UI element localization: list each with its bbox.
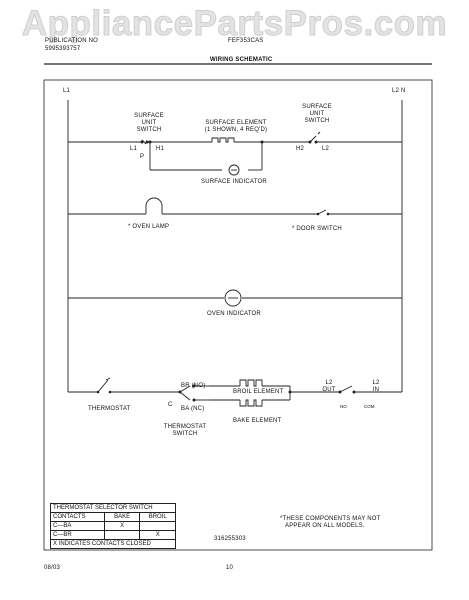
table-header: CONTACTS bbox=[50, 512, 105, 522]
surface-switch-right-label: SURFACE UNIT SWITCH bbox=[302, 104, 332, 124]
footer-date: 08/03 bbox=[44, 565, 61, 571]
bake-element-label: BAKE ELEMENT bbox=[233, 418, 282, 424]
footnote: *THESE COMPONENTS MAY NOT APPEAR ON ALL … bbox=[280, 516, 381, 529]
part-number: 316255303 bbox=[214, 536, 246, 542]
l2-out-label: L2 OUT bbox=[322, 380, 336, 393]
thermostat-label: THERMOSTAT bbox=[88, 406, 131, 412]
door-switch-label: * DOOR SWITCH bbox=[292, 226, 342, 232]
table-cell: C—BR bbox=[50, 530, 105, 540]
table-cell: X bbox=[103, 521, 141, 531]
table-cell: X bbox=[139, 530, 176, 540]
table-header: BAKE bbox=[103, 512, 141, 522]
surface-element-label: SURFACE ELEMENT (1 SHOWN, 4 REQ'D) bbox=[204, 120, 268, 133]
broil-element-label: BROIL ELEMENT bbox=[233, 389, 284, 395]
page-title: WIRING SCHEMATIC bbox=[210, 57, 273, 63]
term-c: C bbox=[168, 402, 173, 408]
term-h1: H1 bbox=[156, 146, 165, 152]
thermostat-selector-table: THERMOSTAT SELECTOR SWITCH CONTACTS BAKE… bbox=[50, 503, 176, 549]
l2n-label: L2 N bbox=[392, 88, 406, 94]
publication-label: PUBLICATION NO bbox=[45, 38, 99, 44]
publication-number: 5995393757 bbox=[45, 46, 81, 52]
oven-lamp-label: * OVEN LAMP bbox=[128, 224, 170, 230]
com-label: COM bbox=[364, 404, 375, 409]
table-cell bbox=[103, 530, 141, 540]
selector-table-footer: X INDICATES CONTACTS CLOSED bbox=[50, 539, 176, 549]
term-ba: BA (NC) bbox=[181, 406, 205, 412]
term-br: BR (NO) bbox=[181, 383, 206, 389]
l2-in-label: L2 IN bbox=[372, 380, 380, 393]
page-number: 10 bbox=[226, 565, 234, 571]
term-l2: L2 bbox=[322, 146, 330, 152]
term-p: P bbox=[140, 154, 145, 160]
thermostat-switch-label: THERMOSTAT SWITCH bbox=[163, 424, 207, 437]
no-label: NO bbox=[340, 404, 347, 409]
surface-switch-left-label: SURFACE UNIT SWITCH bbox=[134, 113, 164, 133]
selector-table-title: THERMOSTAT SELECTOR SWITCH bbox=[50, 503, 176, 513]
table-header: BROIL bbox=[139, 512, 176, 522]
oven-indicator-label: OVEN INDICATOR bbox=[207, 311, 261, 317]
model-number: FEF353CAS bbox=[228, 38, 264, 44]
surface-indicator-label: SURFACE INDICATOR bbox=[201, 179, 267, 185]
term-h2: H2 bbox=[296, 146, 305, 152]
l1-label: L1 bbox=[63, 88, 71, 94]
term-l1: L1 bbox=[130, 146, 138, 152]
table-cell bbox=[139, 521, 176, 531]
watermark-text: AppliancePartsPros.com bbox=[21, 4, 448, 44]
table-cell: C—BA bbox=[50, 521, 105, 531]
